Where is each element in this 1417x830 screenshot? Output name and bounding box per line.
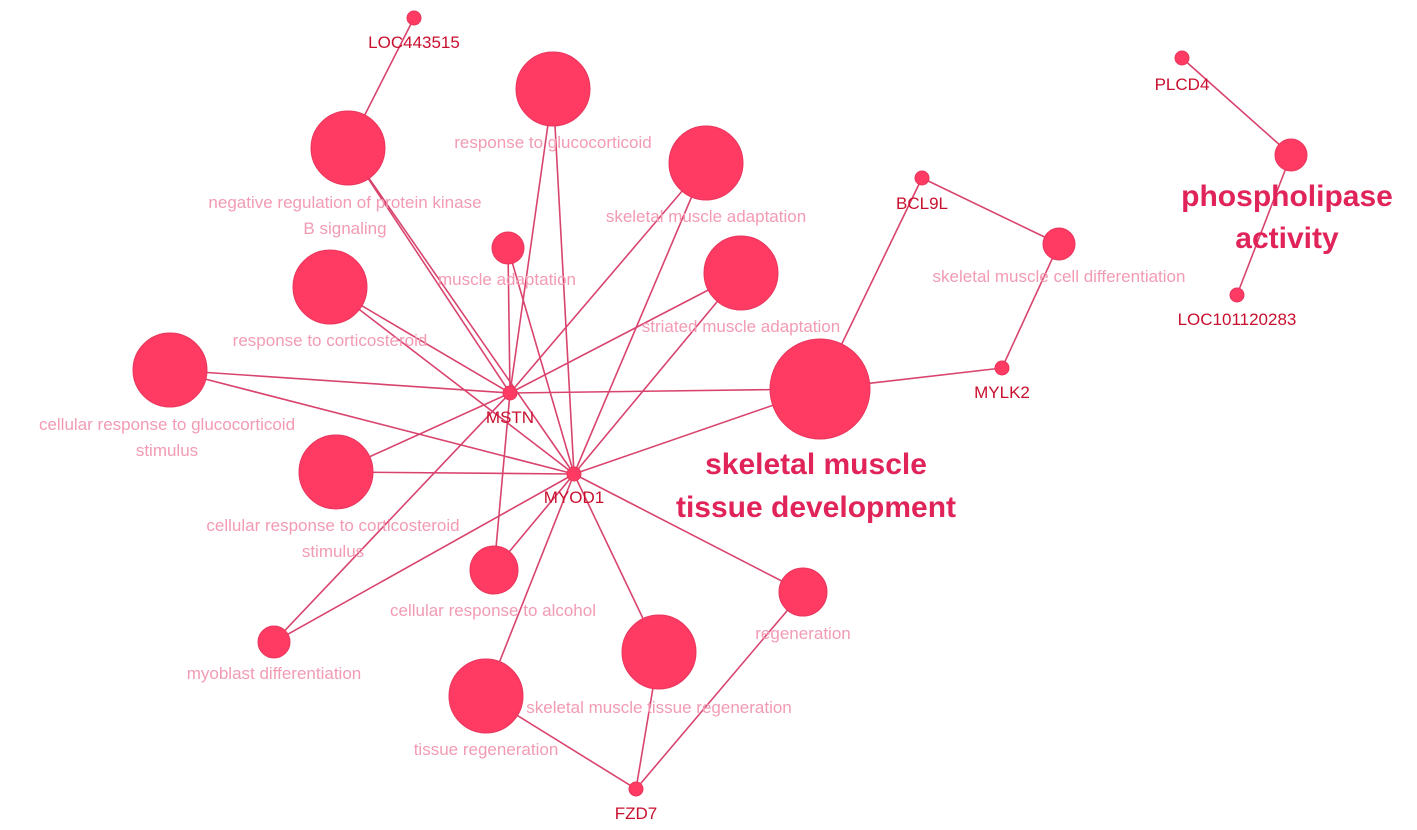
node-cellular-response-to-corticosteroid[interactable] (298, 434, 374, 510)
label-myoblast-differentiation: myoblast differentiation (187, 664, 362, 683)
node-plcd4[interactable] (1174, 50, 1190, 66)
edge-fzd7-regeneration (635, 591, 804, 790)
label-negative-regulation-pkb-line2: B signaling (303, 219, 386, 238)
edge-mstn-negreg (347, 147, 511, 394)
node-striated-muscle-adaptation[interactable] (703, 235, 779, 311)
edge-mstn-skm-adapt (509, 162, 707, 394)
label-cellular-response-to-corticosteroid-line1: cellular response to corticosteroid (206, 516, 459, 535)
edge-myod1-resp-cortico (329, 286, 575, 475)
edge-myod1-cell-resp-gluco (169, 369, 575, 475)
label-cellular-response-to-alcohol: cellular response to alcohol (390, 601, 596, 620)
label-fzd7: FZD7 (615, 804, 658, 823)
node-skeletal-muscle-cell-differentiation[interactable] (1042, 227, 1076, 261)
label-tissue-regeneration: tissue regeneration (414, 740, 559, 759)
edge-myod1-negreg (347, 147, 575, 475)
node-loc101120283[interactable] (1229, 287, 1245, 303)
edge-myod1-skm-adapt (573, 162, 707, 475)
node-negative-regulation-pkb[interactable] (310, 110, 386, 186)
edge-myod1-tissue-regen (485, 473, 575, 697)
label-response-to-corticosteroid: response to corticosteroid (233, 331, 428, 350)
node-mstn[interactable] (502, 385, 518, 401)
edge-myod1-cell-resp-cortico (335, 471, 575, 475)
node-fzd7[interactable] (628, 781, 644, 797)
label-cellular-response-to-glucocorticoid-line1: cellular response to glucocorticoid (39, 415, 295, 434)
node-muscle-adaptation[interactable] (491, 231, 525, 265)
edge-myod1-striated (573, 272, 742, 475)
node-myoblast-differentiation[interactable] (257, 625, 291, 659)
nodes (132, 10, 1308, 797)
node-response-to-corticosteroid[interactable] (292, 249, 368, 325)
edge-myod1-myoblast (273, 473, 575, 643)
label-skeletal-muscle-cell-differentiation: skeletal muscle cell differentiation (933, 267, 1186, 286)
node-loc443515[interactable] (406, 10, 422, 26)
edge-mstn-cell-resp-gluco (169, 369, 511, 394)
edge-mstn-resp-gluco (509, 88, 554, 394)
edge-skm-cell-diff-mylk2 (1001, 243, 1060, 369)
label-skeletal-muscle-adaptation: skeletal muscle adaptation (606, 207, 806, 226)
node-skeletal-muscle-tissue-development[interactable] (769, 338, 871, 440)
label-skeletal-muscle-tissue-regeneration: skeletal muscle tissue regeneration (526, 698, 792, 717)
edge-myod1-muscle-adapt (507, 247, 575, 475)
label-plcd4: PLCD4 (1155, 75, 1210, 94)
node-regeneration[interactable] (778, 567, 828, 617)
node-cellular-response-to-glucocorticoid[interactable] (132, 332, 208, 408)
label-regeneration: regeneration (755, 624, 850, 643)
label-cellular-response-to-glucocorticoid-line2: stimulus (136, 441, 198, 460)
label-muscle-adaptation: muscle adaptation (438, 270, 576, 289)
label-phospholipase-activity-line2: activity (1235, 222, 1339, 255)
label-striated-muscle-adaptation: striated muscle adaptation (642, 317, 840, 336)
node-tissue-regeneration[interactable] (448, 658, 524, 734)
label-mstn: MSTN (486, 408, 534, 427)
label-loc443515: LOC443515 (368, 33, 460, 52)
label-loc101120283: LOC101120283 (1178, 310, 1297, 329)
edge-mstn-striated (509, 272, 742, 394)
edge-myod1-regeneration (573, 473, 804, 593)
node-bcl9l[interactable] (914, 170, 930, 186)
node-myod1[interactable] (566, 466, 582, 482)
node-phospholipase-activity[interactable] (1274, 138, 1308, 172)
node-skeletal-muscle-tissue-regeneration[interactable] (621, 614, 697, 690)
edge-mstn-skm-dev (509, 388, 821, 394)
label-mylk2: MYLK2 (974, 383, 1030, 402)
edge-myod1-resp-gluco (552, 88, 575, 475)
label-negative-regulation-pkb-line1: negative regulation of protein kinase (208, 193, 481, 212)
node-mylk2[interactable] (994, 360, 1010, 376)
edge-phospholipase-loc101120283 (1236, 154, 1292, 296)
edge-bcl9l-skm-cell-diff (921, 177, 1060, 245)
edge-mstn-muscle-adapt (507, 247, 511, 394)
label-myod1: MYOD1 (544, 488, 604, 507)
label-response-to-glucocorticoid: response to glucocorticoid (454, 133, 652, 152)
label-cellular-response-to-corticosteroid-line2: stimulus (302, 542, 364, 561)
label-bcl9l: BCL9L (896, 194, 948, 213)
label-skeletal-muscle-tissue-development-line1: skeletal muscle (705, 448, 927, 481)
node-cellular-response-to-alcohol[interactable] (469, 545, 519, 595)
label-skeletal-muscle-tissue-development-line2: tissue development (676, 491, 956, 524)
label-phospholipase-activity-line1: phospholipase (1181, 180, 1393, 213)
labels: response to glucocorticoid negative regu… (39, 33, 1393, 823)
edge-plcd4-phospholipase (1181, 57, 1292, 156)
node-skeletal-muscle-adaptation[interactable] (668, 125, 744, 201)
edge-mstn-myoblast (273, 392, 511, 643)
node-response-to-glucocorticoid[interactable] (515, 51, 591, 127)
